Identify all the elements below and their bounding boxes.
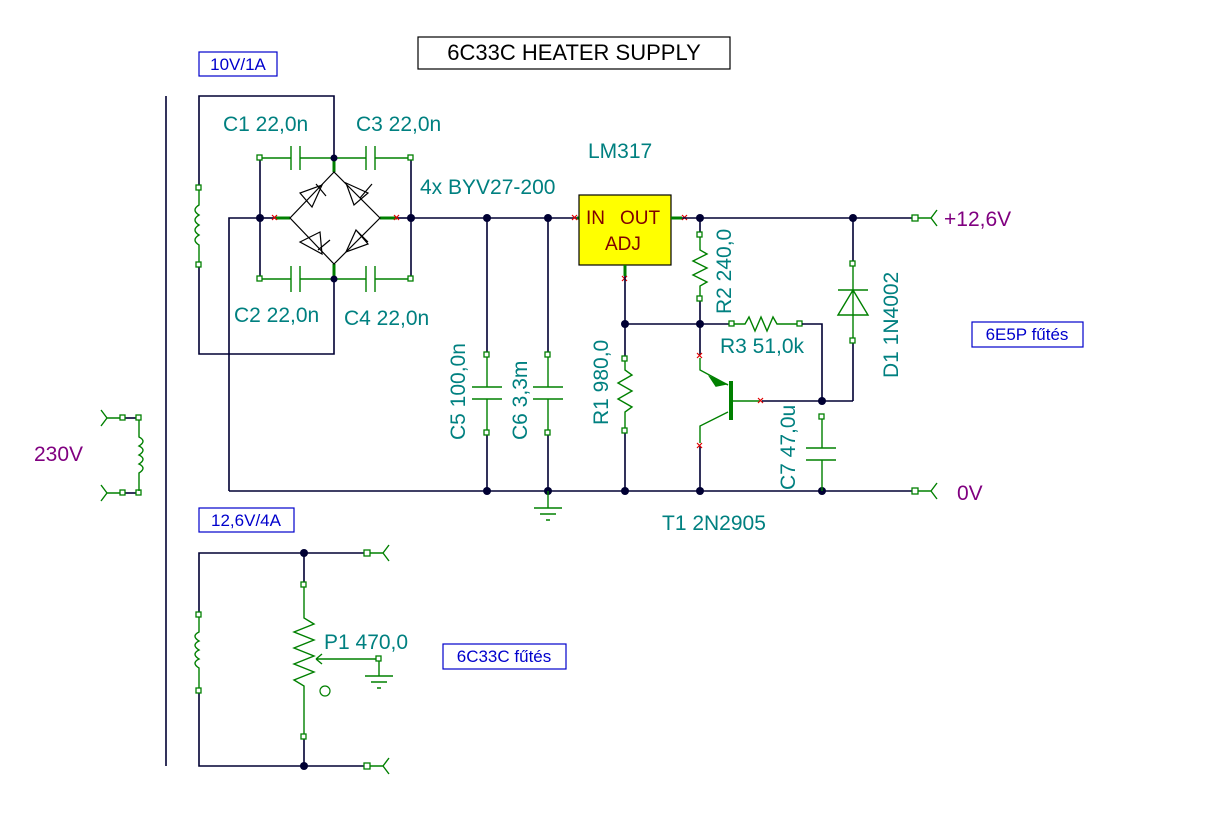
output-connector-ground[interactable]: 0V — [911, 482, 983, 505]
ground-symbol-icon — [534, 491, 562, 521]
secondary-1-rating-note: 10V/1A — [210, 55, 266, 74]
r1-resistor: R1 980,0 — [590, 340, 634, 434]
primary-winding: 230V — [34, 409, 144, 502]
mains-voltage-label: 230V — [34, 443, 83, 466]
r3-label: R3 51,0k — [720, 335, 805, 358]
secondary-2-rating-note: 12,6V/4A — [211, 511, 282, 530]
d1-label: D1 1N4002 — [880, 272, 903, 378]
r3-resistor: R3 51,0k — [700, 315, 823, 401]
note-6c33c: 6C33C fűtés — [442, 643, 567, 670]
c1-c3-plates — [290, 146, 376, 170]
lm317-regulator: LM317 IN OUT ADJ — [578, 140, 688, 282]
regulator-pin-in: IN — [586, 208, 605, 229]
t1-label: T1 2N2905 — [662, 512, 766, 535]
c2-c4-plates — [290, 266, 376, 292]
c7-label: C7 47,0u — [777, 405, 800, 490]
t1-transistor: T1 2N2905 — [662, 324, 853, 535]
wiper-arrow-icon — [315, 653, 379, 665]
schematic-title: 6C33C HEATER SUPPLY — [447, 40, 701, 65]
note-6e5p-text: 6E5P fűtés — [986, 325, 1069, 344]
c6-capacitor: C6 3,3m — [509, 351, 563, 440]
r1-label: R1 980,0 — [590, 340, 613, 425]
c1-label: C1 22,0n — [223, 113, 308, 136]
regulator-pin-adj: ADJ — [605, 234, 641, 255]
secondary-winding-2: 12,6V/4A P1 470,0 — [194, 507, 408, 775]
d1-diode: D1 1N4002 — [836, 218, 903, 401]
output-connector-positive[interactable]: +12,6V — [911, 208, 1011, 231]
diode-icon — [836, 266, 870, 338]
r2-resistor: R2 240,0 — [691, 218, 736, 324]
note-6c33c-text: 6C33C fűtés — [457, 647, 552, 666]
primary-coil — [137, 420, 144, 491]
c5-label: C5 100,0n — [447, 343, 470, 440]
heater-connector-bottom[interactable] — [370, 757, 390, 775]
p1-label: P1 470,0 — [324, 631, 408, 654]
title-block: 6C33C HEATER SUPPLY — [417, 36, 731, 70]
secondary-winding-1: 10V/1A — [194, 51, 335, 355]
r2-label: R2 240,0 — [713, 229, 736, 314]
secondary-2-coil — [194, 617, 201, 688]
diode-icon — [298, 231, 331, 256]
c5-capacitor: C5 100,0n — [447, 343, 502, 440]
note-6e5p: 6E5P fűtés — [971, 321, 1084, 348]
p1-potentiometer: P1 470,0 — [292, 587, 408, 734]
c3-label: C3 22,0n — [356, 113, 441, 136]
c2-label: C2 22,0n — [234, 304, 319, 327]
regulator-label: LM317 — [588, 140, 652, 163]
heater-connector-top[interactable] — [370, 544, 390, 562]
bridge-rectifier: C1 22,0n C3 22,0n C2 22,0n C4 22,0n 4x B… — [223, 113, 555, 491]
c7-capacitor: C7 47,0u — [777, 405, 836, 491]
secondary-1-coil — [194, 190, 201, 262]
diode-icon — [298, 183, 327, 209]
emitter-arrow-icon — [707, 375, 729, 387]
positive-output-label: +12,6V — [944, 208, 1011, 231]
diode-icon — [344, 181, 373, 207]
c6-label: C6 3,3m — [509, 361, 532, 440]
ground-symbol-icon — [365, 661, 393, 689]
ground-output-label: 0V — [957, 482, 983, 505]
bridge-label: 4x BYV27-200 — [420, 176, 555, 199]
diode-icon — [344, 228, 370, 254]
c4-label: C4 22,0n — [344, 307, 429, 330]
regulator-pin-out: OUT — [620, 208, 661, 229]
